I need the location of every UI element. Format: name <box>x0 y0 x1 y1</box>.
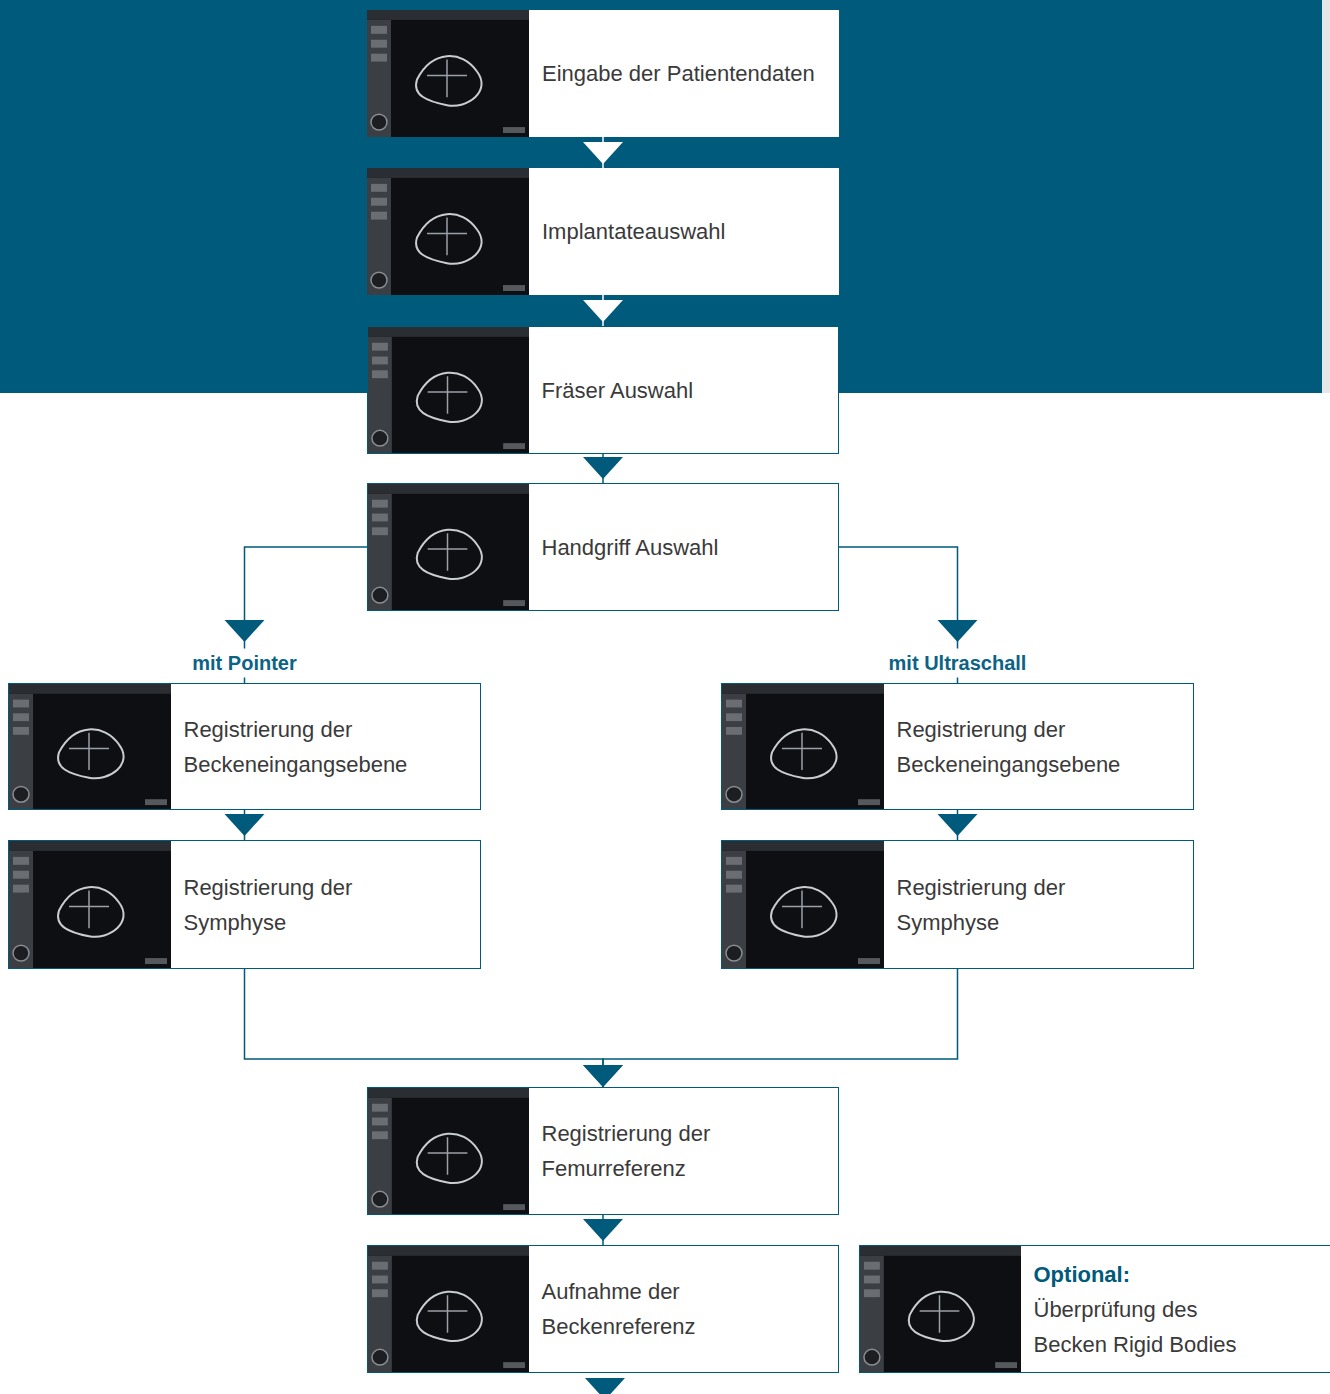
process-box: Registrierung der Beckeneingangsebene <box>8 683 481 810</box>
screenshot-thumbnail <box>368 1246 529 1372</box>
edge-strip <box>1322 0 1330 393</box>
flow-connector <box>245 969 624 1087</box>
box-text: Aufnahme der Beckenreferenz <box>542 1274 782 1344</box>
text-panel: Fräser Auswahl <box>529 327 839 453</box>
process-box: Optional:Überprüfung des Becken Rigid Bo… <box>859 1245 1330 1373</box>
process-box: Aufnahme der Beckenreferenz <box>367 1245 839 1373</box>
arrowhead <box>583 1065 623 1087</box>
text-panel: Handgriff Auswahl <box>529 484 839 610</box>
process-box: Registrierung der Beckeneingangsebene <box>721 683 1194 810</box>
box-text: Eingabe der Patientendaten <box>542 56 838 91</box>
text-panel: Optional:Überprüfung des Becken Rigid Bo… <box>1021 1246 1330 1372</box>
text-panel: Aufnahme der Beckenreferenz <box>529 1246 839 1372</box>
screenshot-thumbnail <box>9 841 171 968</box>
arrowhead <box>583 142 623 164</box>
box-text: Überprüfung des Becken Rigid Bodies <box>1034 1292 1249 1362</box>
screenshot-thumbnail <box>367 168 529 295</box>
flow-connector <box>583 454 623 483</box>
arrowhead <box>583 1219 623 1241</box>
flow-connector <box>583 295 623 326</box>
arrowhead <box>225 620 265 642</box>
box-text: Registrierung der Symphyse <box>897 870 1137 940</box>
flow-connector <box>583 137 623 168</box>
flow-connector <box>583 1215 623 1245</box>
process-box: Registrierung der Symphyse <box>8 840 481 969</box>
box-text: Registrierung der Symphyse <box>184 870 424 940</box>
screenshot-thumbnail <box>368 327 529 453</box>
arrowhead <box>583 300 623 322</box>
branch-label: mit Ultraschall <box>883 648 1033 677</box>
box-text: Implantateauswahl <box>542 214 838 249</box>
arrowhead <box>938 620 978 642</box>
box-text: Registrierung der Beckeneingangsebene <box>184 712 424 782</box>
screenshot-thumbnail <box>9 684 171 809</box>
process-box: Handgriff Auswahl <box>367 483 839 611</box>
process-box: Registrierung der Symphyse <box>721 840 1194 969</box>
flow-connector <box>938 810 978 840</box>
text-panel: Registrierung der Beckeneingangsebene <box>171 684 481 809</box>
box-heading: Optional: <box>1034 1257 1249 1292</box>
screenshot-thumbnail <box>368 484 529 610</box>
text-panel: Implantateauswahl <box>529 168 839 295</box>
branch-label: mit Pointer <box>186 648 302 677</box>
text-panel: Registrierung der Beckeneingangsebene <box>884 684 1194 809</box>
arrowhead <box>583 457 623 479</box>
flow-connector <box>583 969 958 1087</box>
process-box: Eingabe der Patientendaten <box>367 10 839 137</box>
text-panel: Eingabe der Patientendaten <box>529 10 839 137</box>
process-box: Fräser Auswahl <box>367 326 839 454</box>
screenshot-thumbnail <box>367 10 529 137</box>
box-text: Handgriff Auswahl <box>542 530 838 565</box>
arrowhead <box>583 1065 623 1087</box>
text-panel: Registrierung der Symphyse <box>171 841 481 968</box>
box-text: Registrierung der Femurreferenz <box>542 1116 782 1186</box>
process-box: Registrierung der Femurreferenz <box>367 1087 839 1215</box>
continuation-arrow <box>585 1378 625 1394</box>
connector-line <box>245 969 604 1087</box>
box-text: Fräser Auswahl <box>542 373 838 408</box>
arrowhead <box>225 814 265 836</box>
screenshot-thumbnail <box>860 1246 1021 1372</box>
text-panel: Registrierung der Femurreferenz <box>529 1088 839 1214</box>
process-box: Implantateauswahl <box>367 168 839 295</box>
text-panel: Registrierung der Symphyse <box>884 841 1194 968</box>
screenshot-thumbnail <box>722 841 884 968</box>
flow-connector <box>225 810 265 840</box>
connector-line <box>603 969 958 1087</box>
screenshot-thumbnail <box>368 1088 529 1214</box>
box-text: Registrierung der Beckeneingangsebene <box>897 712 1137 782</box>
arrowhead <box>938 814 978 836</box>
screenshot-thumbnail <box>722 684 884 809</box>
